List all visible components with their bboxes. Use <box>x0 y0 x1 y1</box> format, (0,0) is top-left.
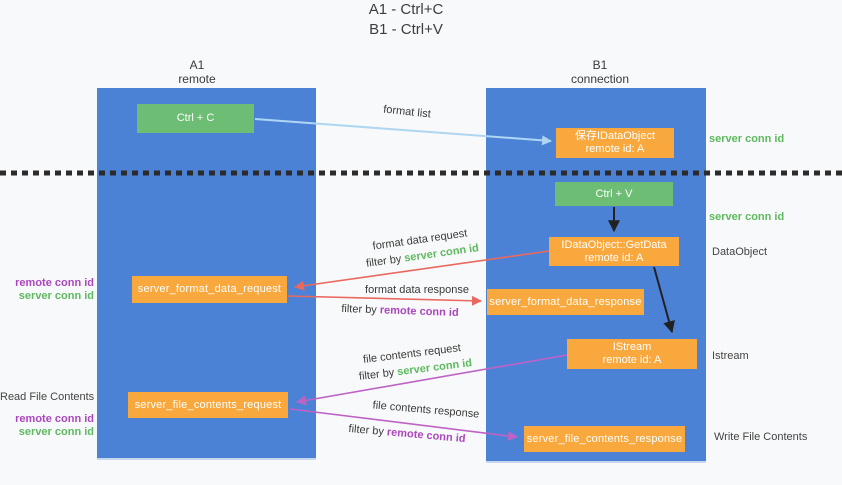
label-remote-conn-id-left-1: remote conn id <box>15 277 94 289</box>
node-idataobject-getdata: IDataObject::GetData remote id: A <box>549 237 679 266</box>
node-server-file-contents-request: server_file_contents_request <box>128 392 288 418</box>
label-read-file-contents: Read File Contents <box>0 391 95 403</box>
label-server-conn-id-right-2: server conn id <box>709 211 785 223</box>
label-file-contents-response: file contents response <box>372 399 480 421</box>
arrow-format-data-response <box>287 295 482 306</box>
node-save-idataobject-line1: 保存IDataObject <box>574 130 656 142</box>
lane-b1-header: B1 connection <box>486 58 714 86</box>
filter-prefix-1: filter by <box>365 253 403 270</box>
left-conn-id-pair-2: remote conn id server conn id <box>0 413 94 439</box>
filter-key-remote-2: remote conn id <box>386 426 466 446</box>
node-save-idataobject-line2: remote id: A <box>585 143 645 155</box>
label-server-conn-id-left-2: server conn id <box>18 426 94 438</box>
node-istream: IStream remote id: A <box>567 339 697 369</box>
node-istream-line2: remote id: A <box>602 354 662 366</box>
label-dataobject: DataObject <box>712 246 768 258</box>
node-server-format-data-response: server_format_data_response <box>487 289 644 315</box>
label-filter-file-response: filter by remote conn id <box>342 422 473 445</box>
label-filter-format-response: filter by remote conn id <box>335 303 465 320</box>
label-istream: Istream <box>712 350 749 362</box>
node-ctrl-c: Ctrl + C <box>137 104 254 133</box>
node-idataobject-getdata-line1: IDataObject::GetData <box>561 238 667 251</box>
filter-key-remote-1: remote conn id <box>379 304 459 320</box>
node-server-file-contents-request-label: server_file_contents_request <box>134 398 282 411</box>
lane-b1-subtitle: connection <box>570 72 630 86</box>
lane-b1-name: B1 <box>592 58 608 72</box>
filter-prefix-4: filter by <box>348 422 385 438</box>
title-line-2: B1 - Ctrl+V <box>369 21 443 38</box>
lane-a1-subtitle: remote <box>178 72 216 86</box>
label-format-data-response: format data response <box>365 284 469 296</box>
title-line-1: A1 - Ctrl+C <box>368 1 444 18</box>
filter-prefix-2: filter by <box>341 302 378 317</box>
label-remote-conn-id-left-2: remote conn id <box>15 413 94 425</box>
node-server-format-data-request: server_format_data_request <box>132 276 287 303</box>
node-server-format-data-request-label: server_format_data_request <box>137 283 282 295</box>
node-ctrl-v-label: Ctrl + V <box>595 187 633 200</box>
node-server-format-data-response-label: server_format_data_response <box>489 295 642 308</box>
label-server-conn-id-left-1: server conn id <box>18 290 94 302</box>
filter-prefix-3: filter by <box>358 366 395 383</box>
node-istream-line1: IStream <box>612 341 652 353</box>
lane-a1-name: A1 <box>189 58 205 72</box>
node-server-file-contents-response-label: server_file_contents_response <box>526 432 683 445</box>
label-server-conn-id-right-1: server conn id <box>709 133 785 145</box>
node-server-file-contents-response: server_file_contents_response <box>524 426 685 452</box>
node-save-idataobject: 保存IDataObject remote id: A <box>556 128 674 158</box>
node-ctrl-c-label: Ctrl + C <box>176 112 215 124</box>
node-ctrl-v: Ctrl + V <box>555 182 673 206</box>
lane-a1-header: A1 remote <box>97 58 297 86</box>
diagram-title: A1 - Ctrl+C B1 - Ctrl+V <box>0 0 812 40</box>
label-format-list: format list <box>382 103 432 121</box>
left-conn-id-pair-1: remote conn id server conn id <box>0 277 94 303</box>
node-idataobject-getdata-line2: remote id: A <box>584 251 644 264</box>
label-write-file-contents: Write File Contents <box>714 431 808 443</box>
